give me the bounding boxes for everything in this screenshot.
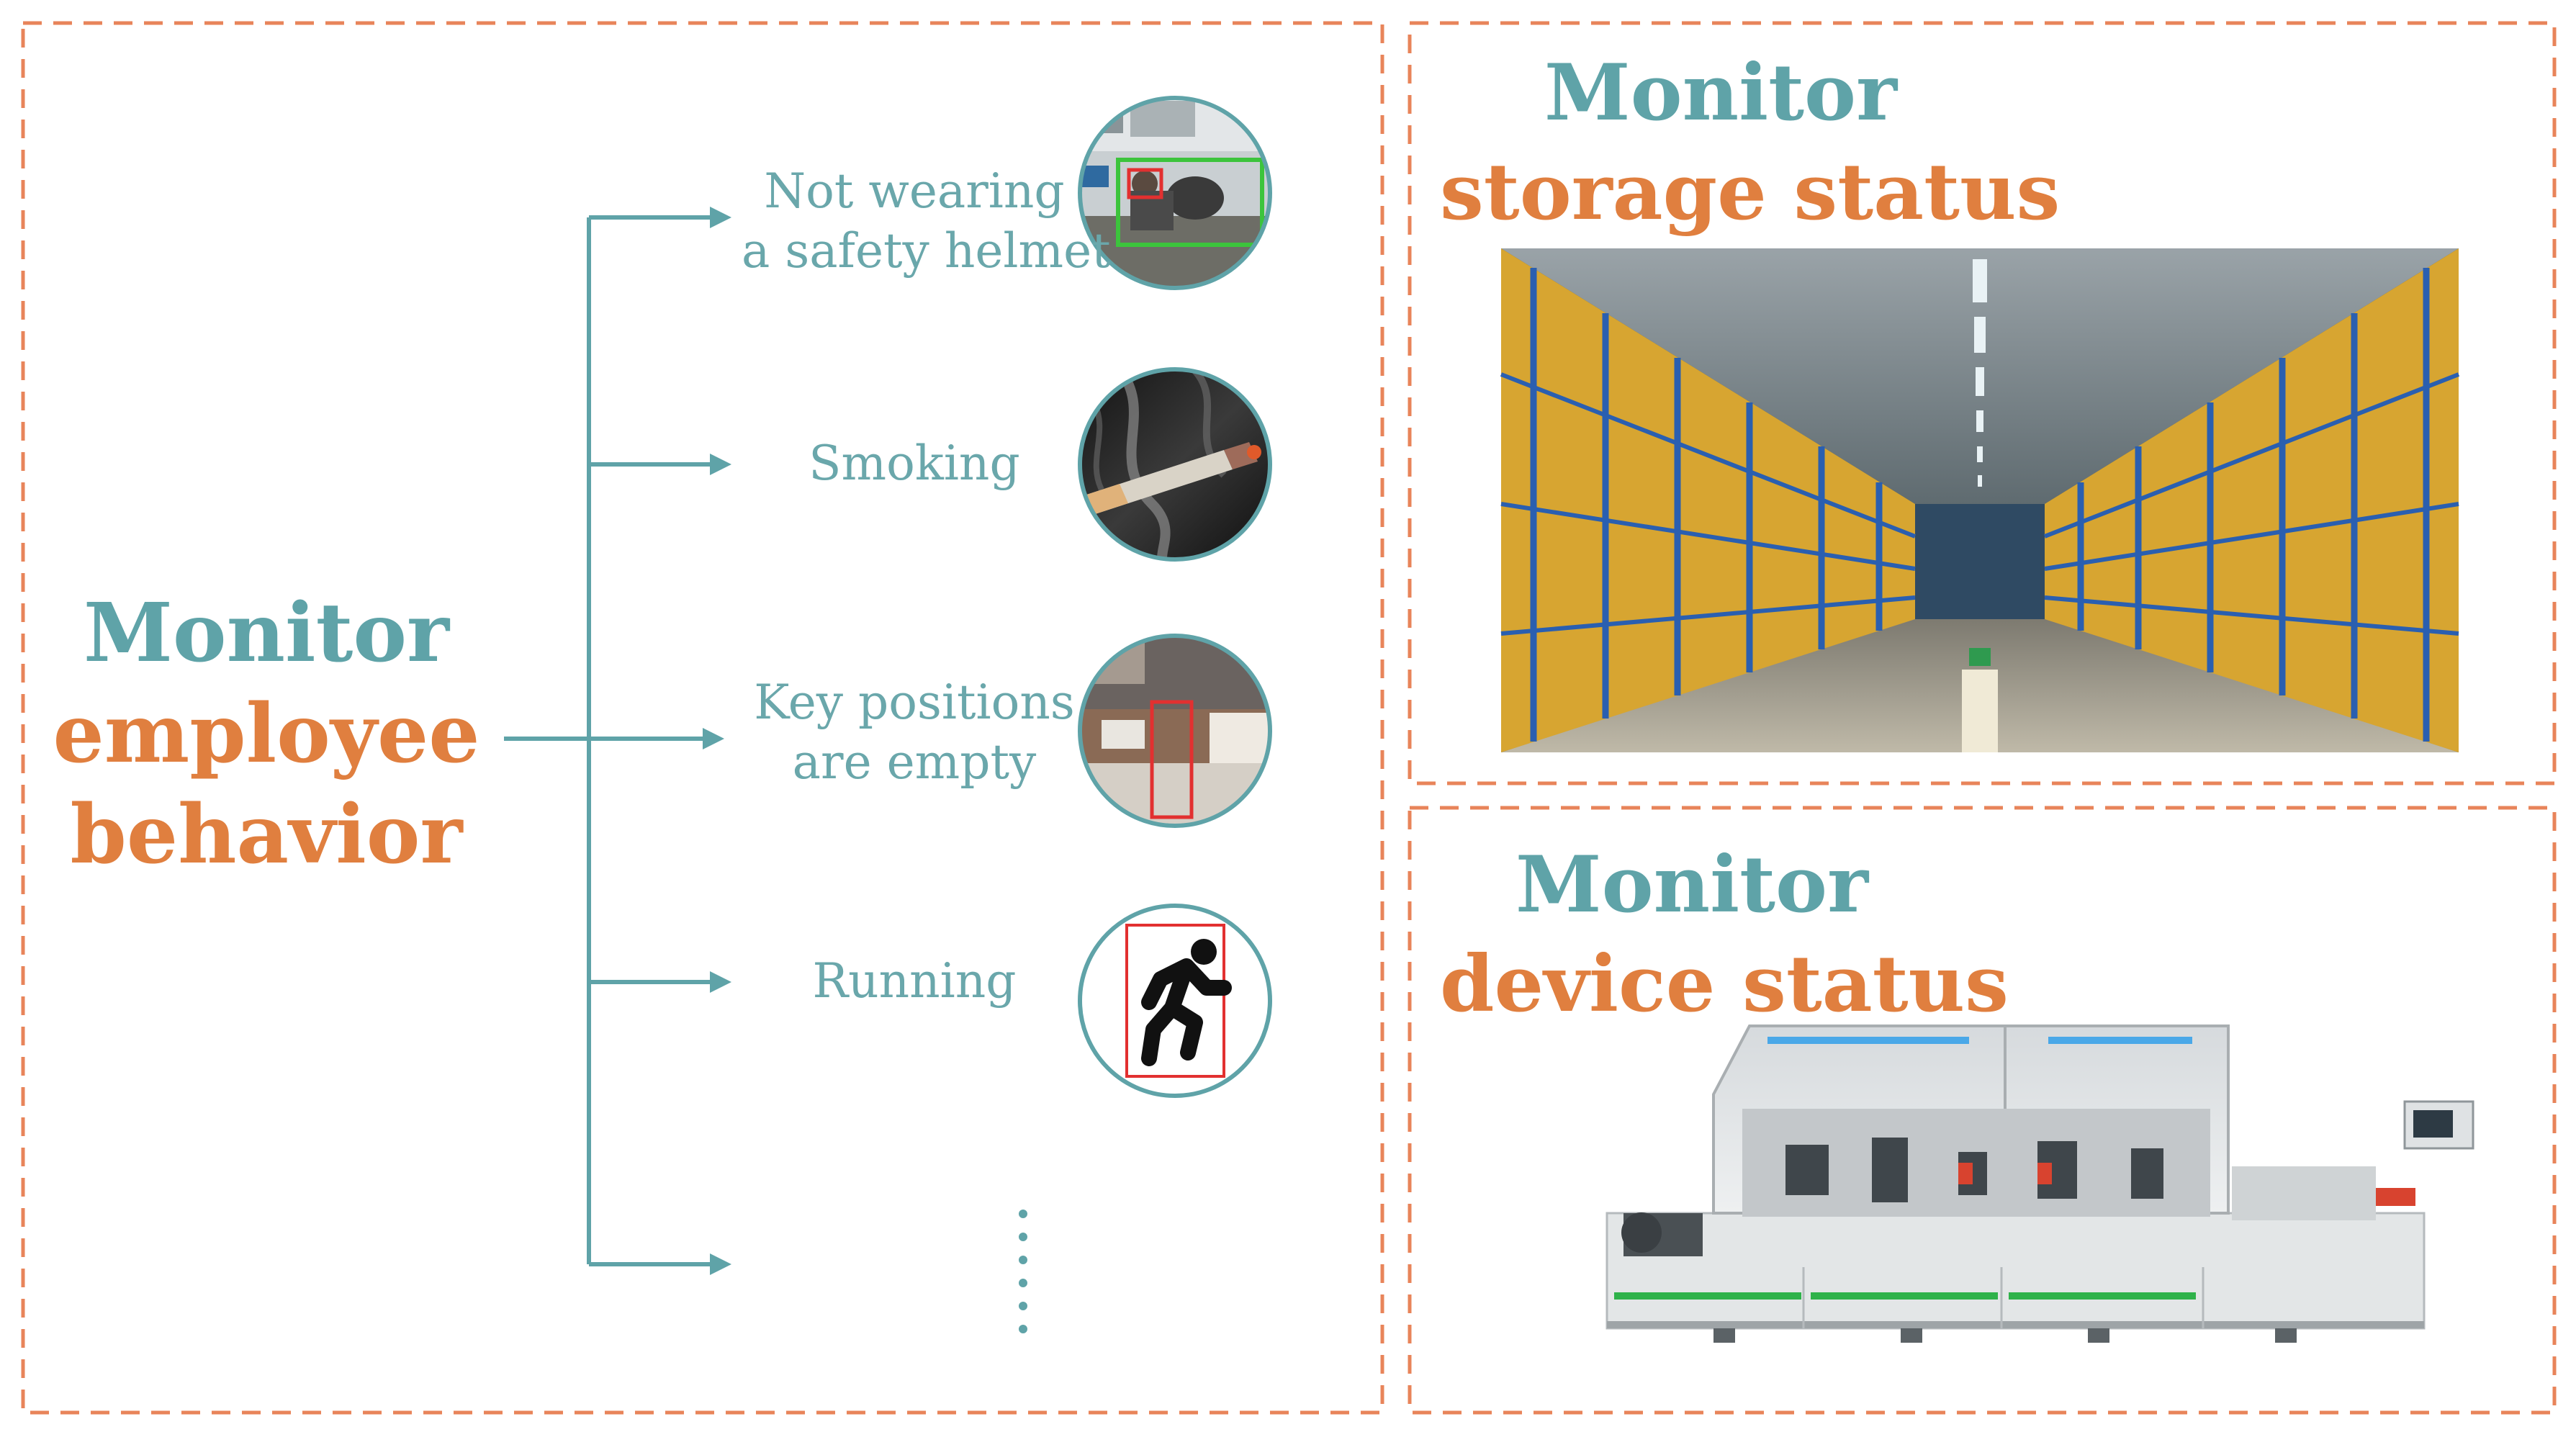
storage-title-line2: storage status [1440,147,2061,238]
employee-title-line2: employee [53,687,480,781]
employee-title-line3: behavior [70,788,463,882]
edge-banding-machine-photo [1606,1025,2474,1343]
device-title-line1: Monitor [1516,839,1868,930]
employee-panel-title: Monitor employee behavior [50,583,482,886]
label-smoking: Smoking [809,436,1020,491]
empty-workstation-photo-icon [1078,634,1272,828]
employee-title-line1: Monitor [83,586,450,680]
employee-panel-border [21,21,1384,1415]
warehouse-racks-photo [1500,248,2460,752]
label-key-positions-empty: Key positions are empty [754,675,1075,790]
storage-panel-border [1408,21,2557,785]
label-running: Running [812,953,1017,1009]
more-items-ellipsis [1019,1210,1027,1333]
device-title-line2: device status [1440,939,2009,1030]
running-person-icon [1078,904,1272,1098]
cigarette-icon [1078,367,1272,562]
storage-panel-title: Monitor storage status [1440,43,2061,242]
label-no-helmet: Not wearing a safety helmet [742,163,1111,279]
storage-title-line1: Monitor [1544,48,1897,138]
device-panel-title: Monitor device status [1440,835,2009,1034]
branch-connector [504,207,731,1275]
